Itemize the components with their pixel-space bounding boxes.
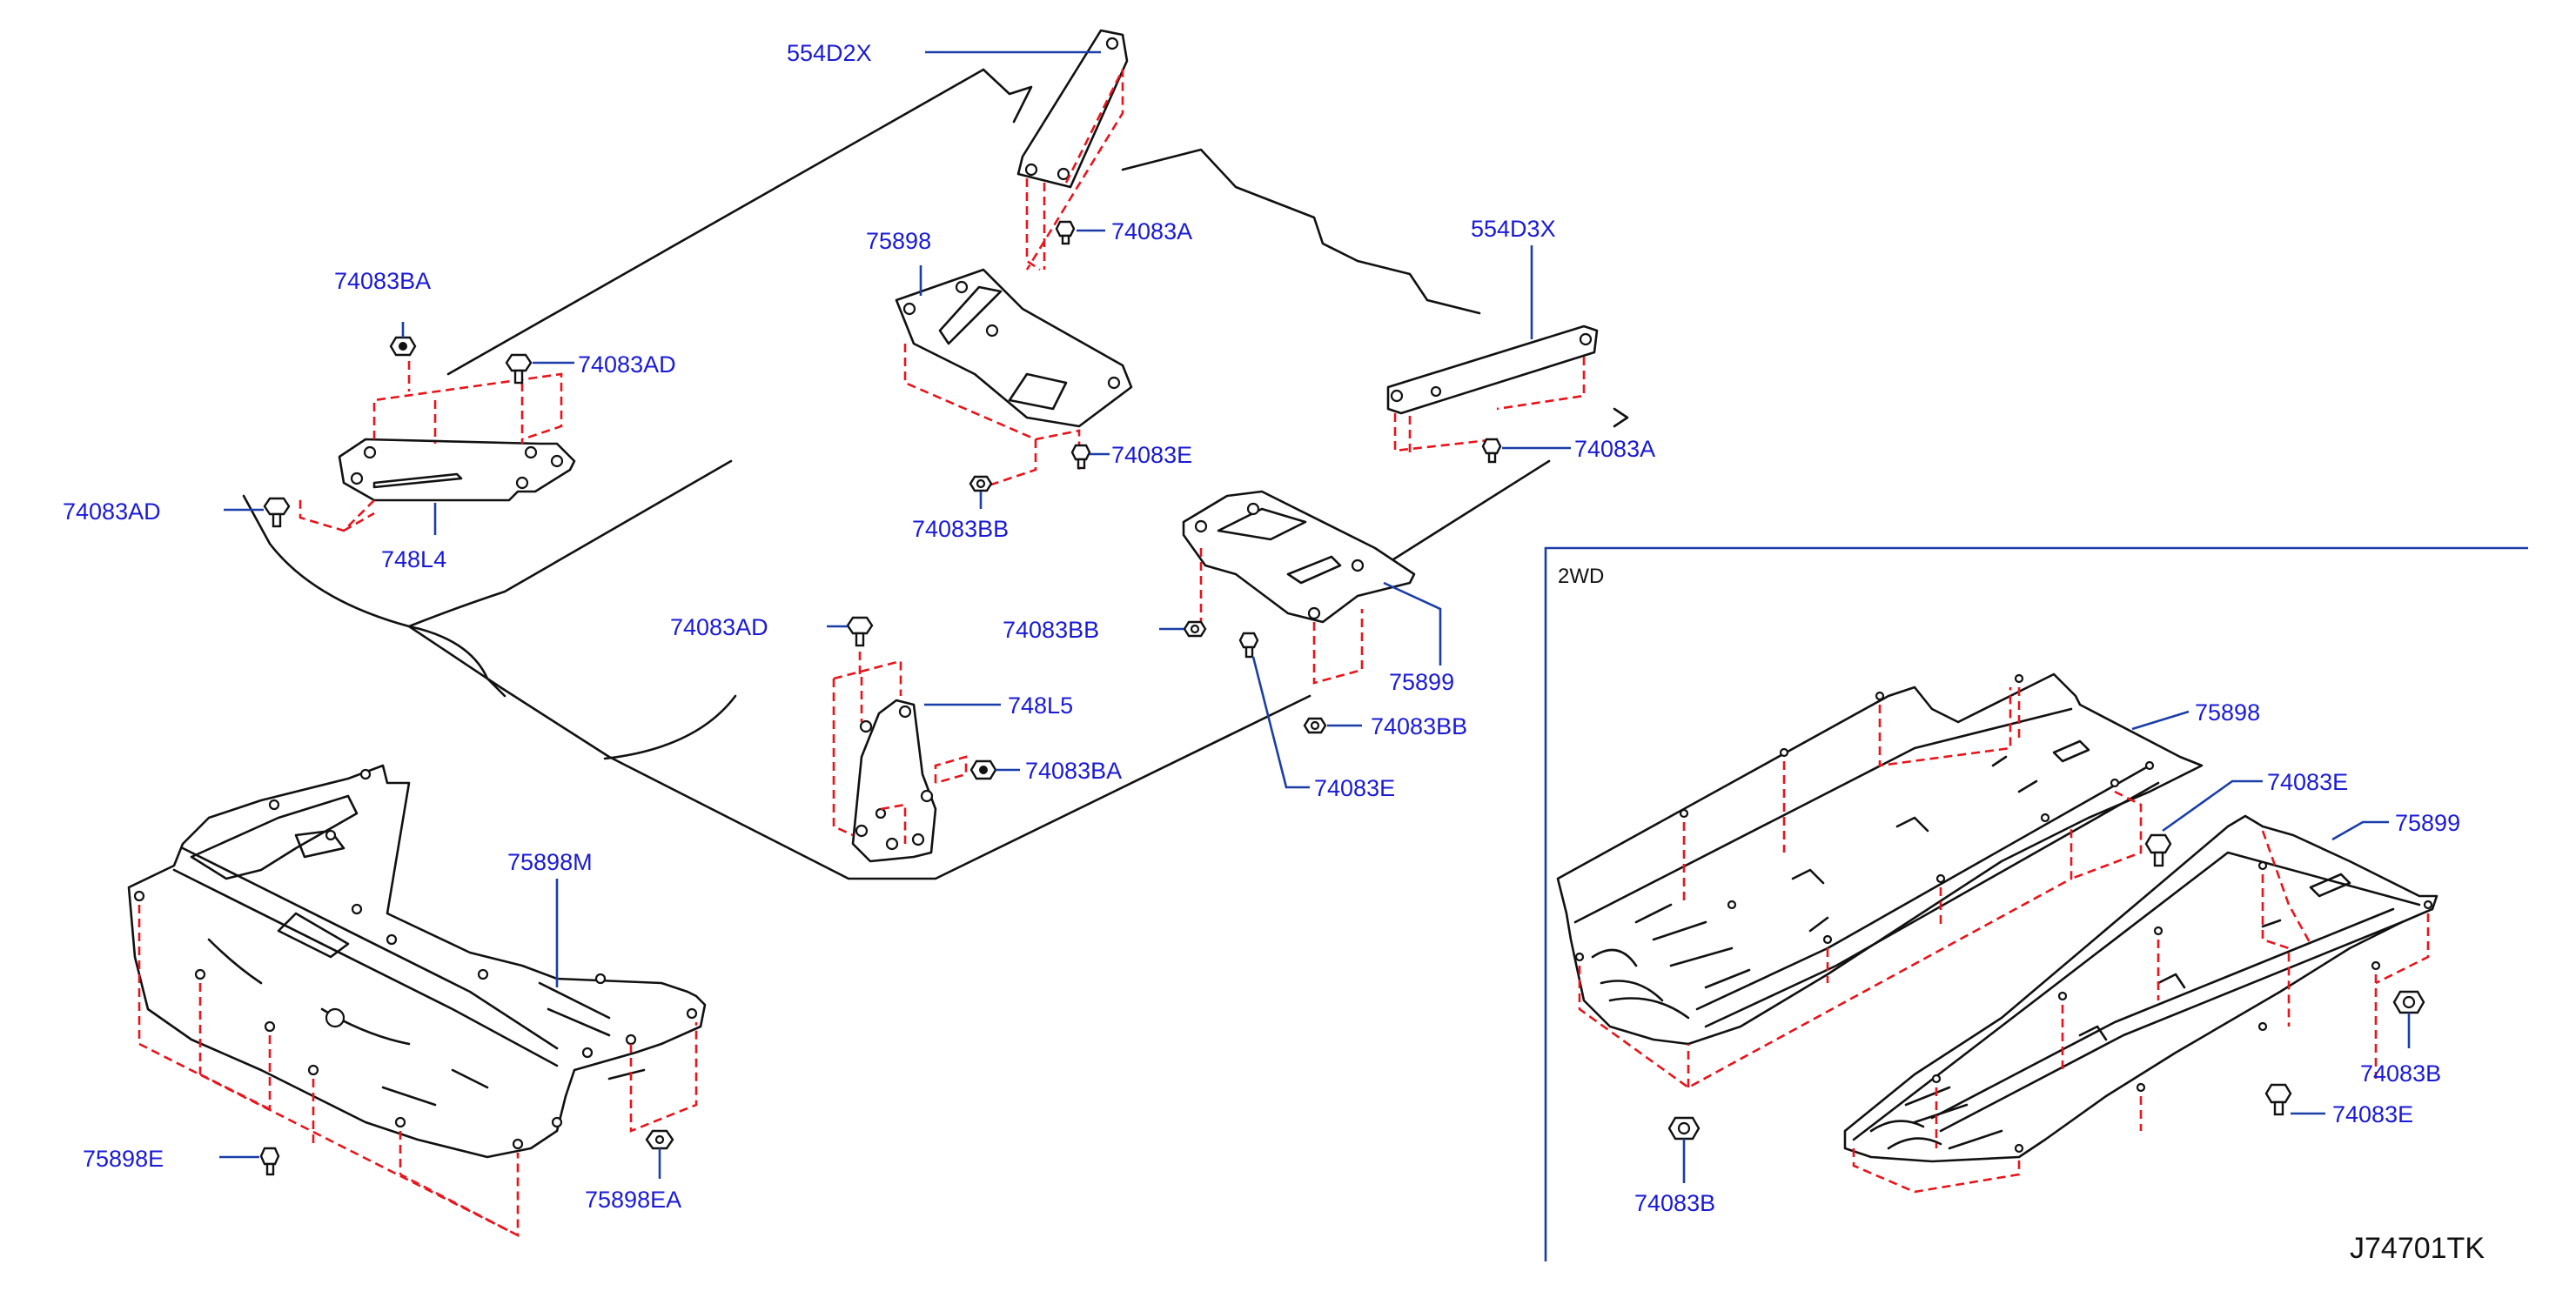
callout-74083A-1: 74083A — [1111, 218, 1192, 244]
callout-74083E-4: 74083E — [2332, 1101, 2413, 1127]
callout-75898-top: 75898 — [866, 228, 931, 254]
callout-75899-2wd: 75899 — [2395, 810, 2460, 836]
part-554D3X: 554D3X — [1386, 216, 1599, 452]
callout-554D3X: 554D3X — [1471, 216, 1556, 242]
fastener-74083BB-1: 74083BB — [912, 475, 1009, 542]
fastener-74083BB-3: 74083BB — [1303, 713, 1467, 739]
inset-2wd-frame: 2WD — [1544, 546, 2528, 1261]
vehicle-floor-outline — [242, 68, 1629, 880]
callout-74083B-1: 74083B — [1634, 1190, 1715, 1216]
part-75898-top: 75898 — [866, 228, 1133, 489]
callout-748L4: 748L4 — [381, 546, 446, 572]
fastener-74083A-top: 74083A — [1055, 218, 1192, 245]
fastener-74083AD-3: 74083AD — [670, 614, 874, 647]
fastener-74083B-1: 74083B — [1634, 1116, 1715, 1216]
callout-75899-top: 75899 — [1389, 669, 1454, 695]
callout-74083BB-3: 74083BB — [1371, 713, 1467, 739]
callout-75898E: 75898E — [83, 1146, 164, 1172]
callout-75898M: 75898M — [507, 849, 593, 875]
fastener-75898EA: 75898EA — [585, 1129, 681, 1213]
callout-74083A-2: 74083A — [1574, 436, 1655, 462]
part-75898M: 75898M — [127, 764, 707, 1238]
fastener-74083E-4: 74083E — [2264, 1083, 2413, 1127]
fastener-74083E-3: 74083E — [2144, 769, 2348, 867]
fastener-74083B-2: 74083B — [2360, 990, 2441, 1087]
part-75899-top: 75899 — [1182, 490, 1454, 695]
fastener-74083BB-2: 74083BB — [1003, 617, 1207, 643]
callout-74083AD-1: 74083AD — [578, 351, 676, 378]
fastener-74083AD-1: 74083AD — [505, 351, 676, 385]
callout-74083E-2: 74083E — [1314, 775, 1395, 801]
callout-74083E-1: 74083E — [1111, 442, 1192, 468]
fastener-74083E-2: 74083E — [1238, 632, 1395, 801]
callout-74083AD-3: 74083AD — [670, 614, 768, 640]
callout-74083AD-2: 74083AD — [63, 498, 161, 525]
part-75898-2wd: 75898 — [1556, 672, 2260, 1089]
inset-label-2wd: 2WD — [1558, 565, 1604, 588]
callout-74083BA-2: 74083BA — [1025, 758, 1122, 784]
fastener-74083A-2: 74083A — [1481, 436, 1655, 464]
part-748L4: 748L4 — [299, 361, 576, 572]
callout-75898EA: 75898EA — [585, 1187, 681, 1213]
fastener-74083BA-1: 74083BA — [334, 268, 431, 357]
drawing-number: J74701TK — [2350, 1232, 2485, 1265]
fastener-74083E-1: 74083E — [1070, 442, 1192, 470]
fastener-75898E: 75898E — [83, 1146, 280, 1176]
callout-74083BB-1: 74083BB — [912, 516, 1009, 542]
part-75899-2wd: 75899 — [1843, 810, 2460, 1194]
callout-74083B-2: 74083B — [2360, 1060, 2441, 1087]
callout-554D2X: 554D2X — [787, 40, 872, 66]
callout-74083BB-2: 74083BB — [1003, 617, 1099, 643]
callout-748L5: 748L5 — [1008, 692, 1073, 719]
part-748L5: 748L5 — [832, 638, 1073, 863]
fastener-74083AD-2: 74083AD — [63, 497, 291, 528]
callout-74083BA-1: 74083BA — [334, 268, 431, 294]
part-554D2X: 554D2X — [787, 29, 1129, 271]
callout-75898-2wd: 75898 — [2195, 699, 2260, 726]
callout-74083E-3: 74083E — [2267, 769, 2348, 795]
fastener-74083BA-2: 74083BA — [969, 758, 1122, 784]
